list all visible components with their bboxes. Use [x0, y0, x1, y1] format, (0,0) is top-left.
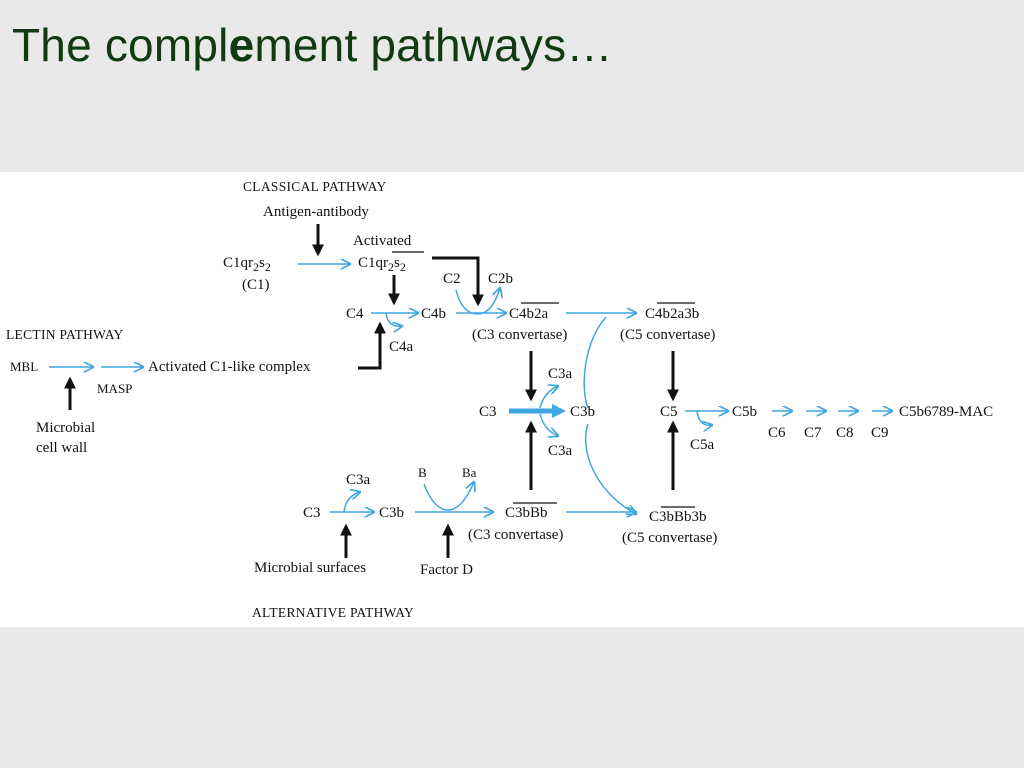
c4a-label: C4a — [389, 339, 414, 355]
alt-c3a-release-arrow — [343, 492, 360, 513]
c9-label: C9 — [871, 425, 889, 441]
factor-b-label: B — [418, 465, 427, 480]
svg-text:C3bBb3b: C3bBb3b — [649, 509, 707, 525]
c3bbb-complex: C3bBb — [505, 502, 557, 521]
alt-c3-convertase-label: (C3 convertase) — [468, 527, 563, 543]
microbial-surfaces-label: Microbial surfaces — [254, 560, 366, 576]
c3b-to-alt-c5-convertase-curve — [584, 423, 636, 514]
c8-label: C8 — [836, 425, 854, 441]
complement-pathway-figure: CLASSICAL PATHWAY Antigen-antibody C1qr2… — [0, 172, 1024, 627]
c2-cleavage-arrow — [455, 288, 500, 315]
svg-text:C1qr2s2: C1qr2s2 — [223, 255, 271, 274]
mac-label: C5b6789-MAC — [899, 404, 993, 420]
lectin-to-c4-arrow — [358, 321, 386, 370]
microbial-label: Microbial — [36, 420, 95, 436]
c3b-to-classical-c5-convertase-curve — [583, 316, 607, 409]
c3a-top-label: C3a — [548, 366, 573, 382]
c2-label: C2 — [443, 271, 461, 287]
c5a-label: C5a — [690, 437, 715, 453]
c7-label: C7 — [804, 425, 822, 441]
alt-c5-convertase-label: (C5 convertase) — [622, 530, 717, 546]
activated-c1-like-complex-label: Activated C1-like complex — [148, 359, 311, 375]
activated-label: Activated — [353, 233, 412, 249]
alt-c3b-label: C3b — [379, 505, 404, 521]
c3a-top-release-arrow — [539, 386, 558, 409]
pathway-diagram: CLASSICAL PATHWAY Antigen-antibody C1qr2… — [6, 179, 993, 620]
masp-label: MASP — [97, 381, 132, 396]
c3a-bottom-label: C3a — [548, 443, 573, 459]
c4b2a-complex: C4b2a — [509, 302, 559, 322]
c5a-release-arrow — [696, 410, 712, 425]
factor-b-cleavage-arrow — [423, 482, 474, 511]
c5b-label: C5b — [732, 404, 757, 420]
classical-c3-convertase-label: (C3 convertase) — [472, 327, 567, 343]
c4-label: C4 — [346, 306, 364, 322]
c3b-label: C3b — [570, 404, 595, 420]
title-part-2: ment pathways… — [254, 19, 613, 71]
alt-c3a-label: C3a — [346, 472, 371, 488]
c1-complex: C1qr2s2 — [223, 255, 271, 274]
slide-title: The complement pathways… — [12, 18, 613, 72]
activated-c1-to-c2-arrow — [432, 256, 484, 307]
mbl-label: MBL — [10, 359, 38, 374]
activated-c1-complex: C1qr2s2 — [358, 251, 424, 274]
c3bbb3b-complex: C3bBb3b — [649, 506, 707, 525]
c5-label: C5 — [660, 404, 678, 420]
factor-d-label: Factor D — [420, 562, 473, 578]
c4b2a3b-complex: C4b2a3b — [645, 302, 699, 322]
c6-label: C6 — [768, 425, 786, 441]
lectin-pathway-heading: LECTIN PATHWAY — [6, 327, 124, 342]
svg-text:C3bBb: C3bBb — [505, 505, 548, 521]
alt-c3-label: C3 — [303, 505, 321, 521]
c3-label: C3 — [479, 404, 497, 420]
c2b-label: C2b — [488, 271, 513, 287]
title-part-1: The compl — [12, 19, 229, 71]
alternative-pathway-heading: ALTERNATIVE PATHWAY — [252, 605, 414, 620]
classical-pathway-heading: CLASSICAL PATHWAY — [243, 179, 387, 194]
ba-label: Ba — [462, 465, 477, 480]
c3a-bottom-release-arrow — [539, 413, 558, 436]
classical-c5-convertase-label: (C5 convertase) — [620, 327, 715, 343]
c4a-release-arrow — [385, 312, 402, 326]
c1-alias-label: (C1) — [242, 277, 270, 293]
c4b-label: C4b — [421, 306, 446, 322]
svg-text:C1qr2s2: C1qr2s2 — [358, 255, 406, 274]
cell-wall-label: cell wall — [36, 440, 87, 456]
svg-text:C4b2a: C4b2a — [509, 306, 549, 322]
title-bold-letter: e — [228, 19, 255, 71]
svg-text:C4b2a3b: C4b2a3b — [645, 306, 699, 322]
antigen-antibody-label: Antigen-antibody — [263, 204, 369, 220]
